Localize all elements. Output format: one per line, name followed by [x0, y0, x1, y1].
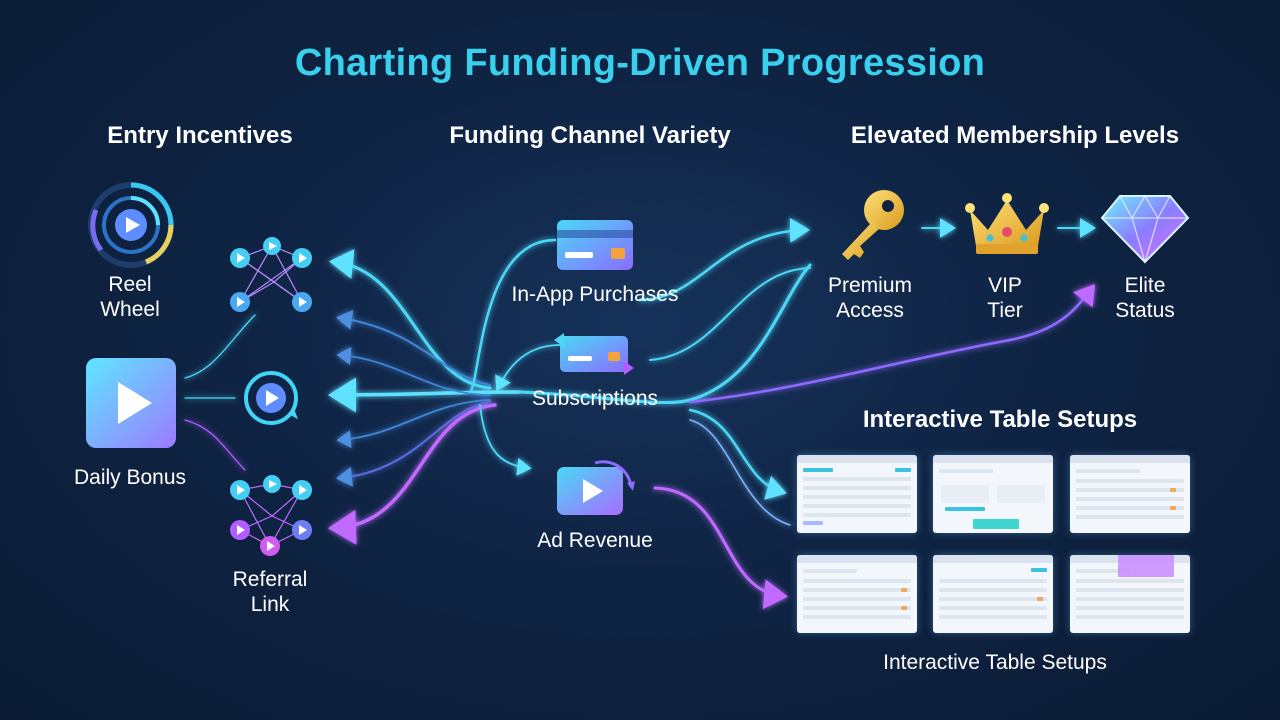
credit-card-icon — [557, 220, 633, 270]
flow-to-top-network — [329, 249, 492, 390]
referral-label-line2: Link — [250, 593, 290, 616]
ad-play-icon — [557, 460, 635, 515]
subscription-card-icon — [554, 333, 634, 375]
premium-label-line2: Access — [836, 299, 904, 322]
premium-label-line1: Premium — [827, 274, 912, 297]
network-icon — [230, 237, 312, 312]
table-setups-caption: Interactive Table Setups — [883, 651, 1107, 674]
premium-access-label: Premium Access — [810, 273, 930, 323]
flow-to-elite — [688, 284, 1096, 404]
flow-ad-to-tables — [653, 486, 788, 610]
vip-label-line2: Tier — [987, 299, 1023, 322]
crown-icon — [965, 193, 1049, 254]
page-title: Charting Funding-Driven Progression — [294, 42, 986, 84]
section-table-setups: Interactive Table Setups — [862, 406, 1138, 433]
flow-mid-1 — [336, 346, 491, 396]
diamond-icon — [1100, 194, 1190, 264]
flow-mid-3 — [336, 401, 491, 487]
referral-link-label: Referral Link — [210, 567, 330, 617]
table-setup-thumbnail[interactable] — [933, 455, 1053, 533]
section-entry-incentives: Entry Incentives — [107, 122, 293, 149]
referral-label-line1: Referral — [232, 568, 308, 591]
reel-wheel-icon — [88, 182, 174, 268]
elite-label-line1: Elite — [1124, 274, 1166, 297]
section-funding-channels: Funding Channel Variety — [449, 122, 731, 149]
vip-tier-label: VIP Tier — [950, 273, 1060, 323]
daily-bonus-label: Daily Bonus — [73, 466, 187, 489]
table-setup-thumbnail[interactable] — [797, 455, 917, 533]
flow-to-tables-top — [688, 408, 787, 500]
elite-status-label: Elite Status — [1090, 273, 1200, 323]
flow-subscriptions-out — [518, 263, 812, 405]
vip-label-line1: VIP — [988, 274, 1022, 297]
section-membership-levels: Elevated Membership Levels — [850, 122, 1180, 149]
flow-to-refresh — [328, 377, 522, 413]
reel-wheel-label-line2: Wheel — [100, 298, 160, 321]
refresh-play-icon — [244, 371, 298, 425]
in-app-purchases-label: In-App Purchases — [511, 283, 679, 306]
ad-revenue-label: Ad Revenue — [537, 529, 653, 552]
subscriptions-label: Subscriptions — [531, 387, 659, 410]
flow-to-premium — [638, 217, 810, 302]
reel-wheel-label: Reel Wheel — [80, 272, 180, 322]
table-setup-thumbnail[interactable] — [933, 555, 1053, 633]
flow-mid-2 — [336, 399, 491, 449]
network-icon — [230, 475, 312, 556]
reel-wheel-label-line1: Reel — [108, 273, 152, 296]
table-setup-thumbnail[interactable] — [1070, 455, 1190, 533]
table-setup-thumbnail[interactable] — [1070, 555, 1190, 633]
elite-label-line2: Status — [1115, 299, 1175, 322]
play-tile-icon — [86, 358, 176, 448]
flow-to-bottom-network — [328, 403, 497, 545]
table-setup-thumbnail[interactable] — [797, 555, 917, 633]
key-icon — [842, 190, 904, 260]
